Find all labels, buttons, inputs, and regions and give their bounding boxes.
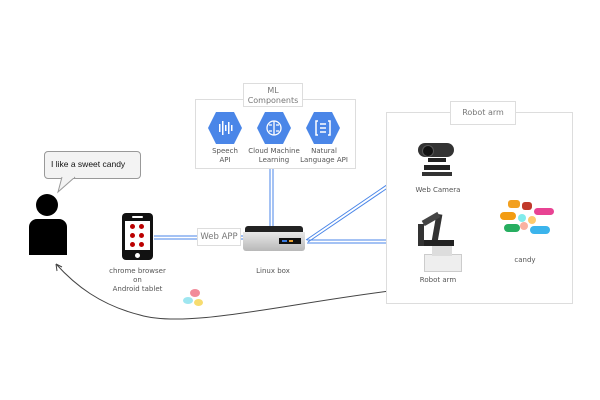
tablet-icon [122, 213, 153, 260]
linux-box-label: Linux box [256, 267, 290, 275]
robot-arm-label: Robot arm [419, 276, 457, 284]
web-app-label: Web APP [197, 228, 241, 246]
person-icon [27, 194, 69, 258]
tablet-label: chrome browser on Android tablet [109, 267, 166, 293]
web-camera-label: Web Camera [415, 186, 461, 194]
arrow-head-icon [55, 263, 63, 272]
ml-components-title: ML Components [243, 83, 303, 107]
natural-language-icon [305, 111, 341, 145]
linux-box-icon [243, 226, 305, 254]
web-camera-icon [418, 143, 458, 178]
candy-pile-icon [500, 198, 556, 240]
speech-api-icon [207, 111, 243, 145]
robot-arm-group-title: Robot arm [450, 101, 516, 125]
speech-bubble-text: I like a sweet candy [51, 159, 126, 169]
candy-label: candy [514, 256, 536, 264]
return-arrow [55, 263, 416, 320]
cloud-ml-label: Cloud Machine Learning [248, 147, 300, 164]
speech-bubble: I like a sweet candy [44, 151, 141, 179]
robot-arm-icon [416, 211, 462, 272]
cloud-ml-icon [256, 111, 292, 145]
natural-language-label: Natural Language API [300, 147, 348, 164]
speech-api-label: Speech API [212, 147, 238, 164]
small-candies-icon [181, 288, 209, 310]
